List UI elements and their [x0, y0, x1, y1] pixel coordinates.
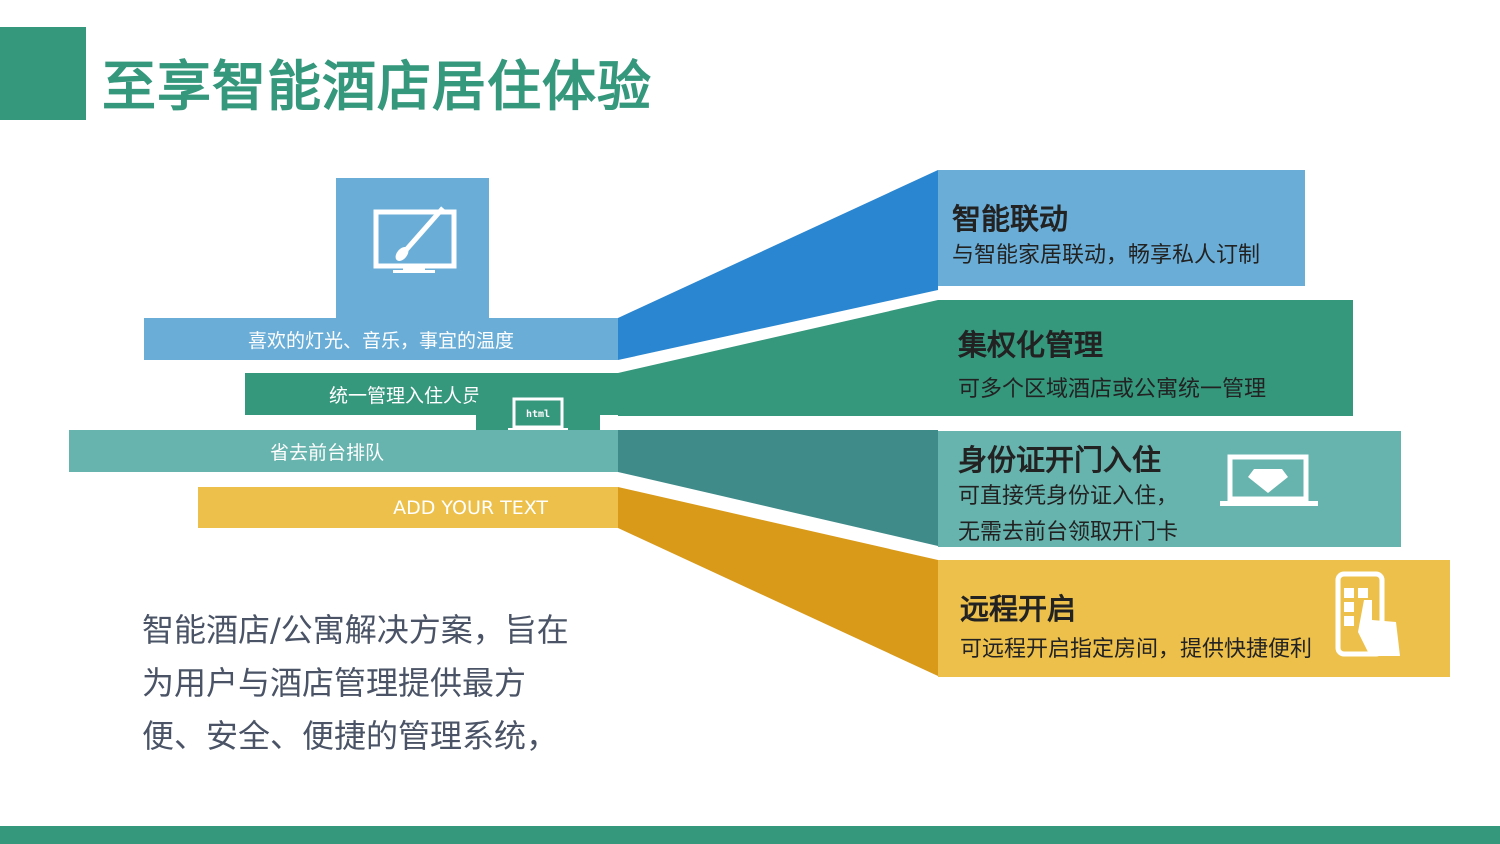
title-accent-block	[0, 27, 86, 120]
feature-desc: 可直接凭身份证入住，	[958, 484, 1179, 509]
monitor-icon-box	[336, 178, 489, 319]
svg-text:html: html	[526, 409, 550, 420]
feature-desc: 与智能家居联动，畅享私人订制	[952, 243, 1261, 268]
connector-teal	[618, 430, 938, 546]
connector-yellow	[618, 487, 938, 676]
feature-title: 身份证开门入住	[958, 443, 1162, 477]
strip-label: 喜欢的灯光、音乐，事宜的温度	[247, 329, 514, 352]
strip-label: 统一管理入住人员	[329, 384, 482, 407]
phone-touch-icon	[1335, 571, 1400, 657]
strip-label: ADD YOUR TEXT	[393, 496, 548, 519]
feature-title: 集权化管理	[958, 328, 1104, 362]
feature-title: 智能联动	[952, 202, 1069, 236]
connector-blue	[618, 170, 938, 360]
page-title: 至享智能酒店居住体验	[102, 55, 652, 118]
feature-title: 远程开启	[960, 592, 1077, 626]
feature-box-remote-open: 远程开启 可远程开启指定房间，提供快捷便利	[938, 560, 1450, 677]
feature-desc: 无需去前台领取开门卡	[958, 520, 1179, 545]
description-line: 便、安全、便捷的管理系统，	[142, 717, 559, 755]
footer-bar	[0, 826, 1500, 844]
feature-box-central-mgmt: 集权化管理 可多个区域酒店或公寓统一管理	[938, 300, 1353, 416]
laptop-diamond-icon	[1220, 454, 1318, 506]
solution-description: 智能酒店/公寓解决方案，旨在 为用户与酒店管理提供最方 便、安全、便捷的管理系统…	[142, 604, 569, 763]
strip-label: 省去前台排队	[270, 441, 385, 464]
monitor-brush-icon	[373, 206, 457, 273]
feature-box-id-checkin: 身份证开门入住 可直接凭身份证入住， 无需去前台领取开门卡	[938, 431, 1401, 547]
left-strip-blue: 喜欢的灯光、音乐，事宜的温度	[144, 318, 618, 360]
description-line: 智能酒店/公寓解决方案，旨在	[142, 611, 569, 649]
feature-desc: 可远程开启指定房间，提供快捷便利	[960, 637, 1313, 662]
laptop-html-icon: html	[508, 397, 568, 431]
feature-desc: 可多个区域酒店或公寓统一管理	[958, 377, 1267, 402]
left-strip-yellow: ADD YOUR TEXT	[198, 487, 618, 528]
connector-green	[618, 300, 938, 416]
feature-box-smart-link: 智能联动 与智能家居联动，畅享私人订制	[938, 170, 1305, 286]
description-line: 为用户与酒店管理提供最方	[142, 664, 527, 702]
left-strip-teal: 省去前台排队	[69, 430, 618, 472]
